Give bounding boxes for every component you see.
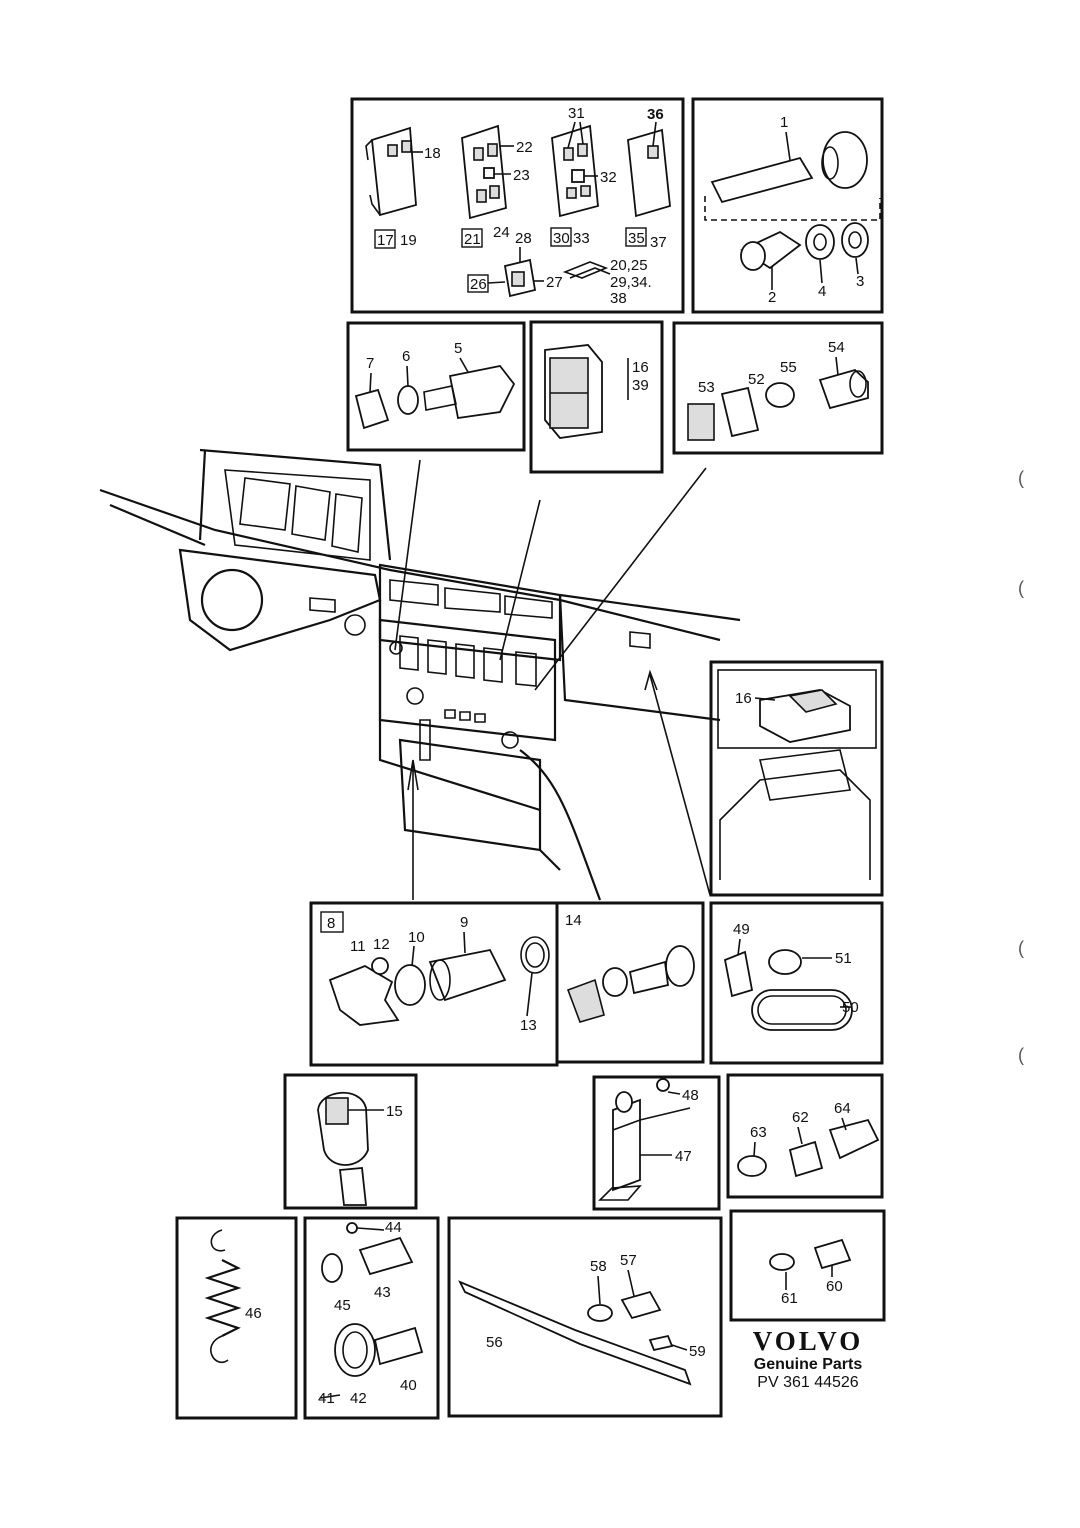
label-9: 9	[460, 914, 468, 931]
label-31: 31	[568, 105, 585, 122]
panel-switch-housings: 17 19 18 21 24 22 23 31 30 33 32 36 35 3…	[350, 97, 685, 314]
label-7: 7	[366, 355, 374, 372]
label-42: 42	[350, 1390, 367, 1407]
label-27: 27	[546, 274, 563, 291]
label-47: 47	[675, 1148, 692, 1165]
label-48: 48	[682, 1087, 699, 1104]
rocker-switch-small	[503, 258, 537, 298]
label-39: 39	[632, 377, 649, 394]
label-16-console: 16	[735, 690, 752, 707]
label-49: 49	[733, 921, 750, 938]
genuine-parts-label: Genuine Parts	[753, 1356, 863, 1373]
label-16-top: 16	[632, 359, 649, 376]
label-36: 36	[647, 106, 664, 123]
label-5: 5	[454, 340, 462, 357]
label-40: 40	[400, 1377, 417, 1394]
label-4: 4	[818, 283, 826, 300]
label-22: 22	[516, 139, 533, 156]
margin-mark: (	[1018, 468, 1024, 488]
label-18: 18	[424, 145, 441, 162]
label-17: 17	[377, 232, 394, 249]
label-38: 38	[610, 290, 627, 307]
panel-console-switch: 16	[709, 660, 884, 897]
label-13: 13	[520, 1017, 537, 1034]
panel-map-lamp: 44 43 45 40 41 42	[303, 1216, 440, 1420]
label-14: 14	[565, 912, 582, 929]
dashboard-drawing	[99, 448, 741, 901]
label-3: 3	[856, 273, 864, 290]
label-45: 45	[334, 1297, 351, 1314]
label-1: 1	[780, 114, 788, 131]
panel-courtesy-lamp: 49 51 50	[709, 901, 884, 1065]
label-35: 35	[628, 230, 645, 247]
housing-single	[365, 126, 417, 217]
label-56: 56	[486, 1334, 503, 1351]
label-23: 23	[513, 167, 530, 184]
label-62: 62	[792, 1109, 809, 1126]
panel-cigar-lighter: 8 11 12 10 9 13	[309, 901, 559, 1067]
label-52: 52	[748, 371, 765, 388]
panel-gear-knob: 15	[283, 1073, 418, 1210]
label-2: 2	[768, 289, 776, 306]
label-60: 60	[826, 1278, 843, 1295]
label-59: 59	[689, 1343, 706, 1360]
label-54: 54	[828, 339, 845, 356]
margin-mark: (	[1018, 578, 1024, 598]
panel-glovebox-lamp: 63 62 64	[726, 1073, 884, 1199]
label-15: 15	[386, 1103, 403, 1120]
housing-triple	[551, 124, 599, 218]
label-19: 19	[400, 232, 417, 249]
panel-ashtray-lamp: 61 60	[729, 1209, 886, 1322]
label-29-34: 29,34.	[610, 274, 652, 291]
margin-mark: (	[1018, 1045, 1024, 1065]
label-46: 46	[245, 1305, 262, 1322]
label-57: 57	[620, 1252, 637, 1269]
panel-control-knob: 14	[555, 901, 705, 1064]
label-37: 37	[650, 234, 667, 251]
panel-indicator-lamp: 53 52 55 54	[672, 321, 884, 455]
label-33: 33	[573, 230, 590, 247]
label-12: 12	[373, 936, 390, 953]
part-number: PV 361 44526	[757, 1374, 859, 1391]
label-41: 41	[318, 1390, 335, 1407]
label-6: 6	[402, 348, 410, 365]
panel-pull-switch: 5 6 7	[346, 321, 526, 452]
label-11: 11	[350, 938, 366, 955]
label-32: 32	[600, 169, 617, 186]
label-43: 43	[374, 1284, 391, 1301]
panel-light-strip: 58 57 56 59	[447, 1216, 723, 1418]
panel-door-switch: 48 47	[592, 1075, 721, 1211]
label-64: 64	[834, 1100, 851, 1117]
label-63: 63	[750, 1124, 767, 1141]
label-26: 26	[470, 276, 487, 293]
panel-rocker-switch: 16 39	[529, 320, 664, 474]
housing-double	[461, 124, 507, 220]
volvo-branding: VOLVO Genuine Parts PV 361 44526	[738, 1326, 878, 1392]
label-51: 51	[835, 950, 852, 967]
label-30: 30	[553, 230, 570, 247]
label-44: 44	[385, 1219, 402, 1236]
label-10: 10	[408, 929, 425, 946]
label-24: 24	[493, 224, 510, 241]
volvo-logo: VOLVO	[752, 1326, 864, 1356]
label-8: 8	[327, 915, 335, 932]
label-58: 58	[590, 1258, 607, 1275]
label-28: 28	[515, 230, 532, 247]
label-61: 61	[781, 1290, 798, 1307]
label-20-25: 20,25	[610, 257, 648, 274]
retaining-clips	[562, 261, 611, 279]
margin-mark: (	[1018, 938, 1024, 958]
panel-rheostat: 1 2 4 3	[691, 97, 884, 314]
label-21: 21	[464, 231, 481, 248]
label-55: 55	[780, 359, 797, 376]
panel-spring: 46	[175, 1216, 298, 1420]
housing-blank	[627, 128, 671, 218]
label-53: 53	[698, 379, 715, 396]
